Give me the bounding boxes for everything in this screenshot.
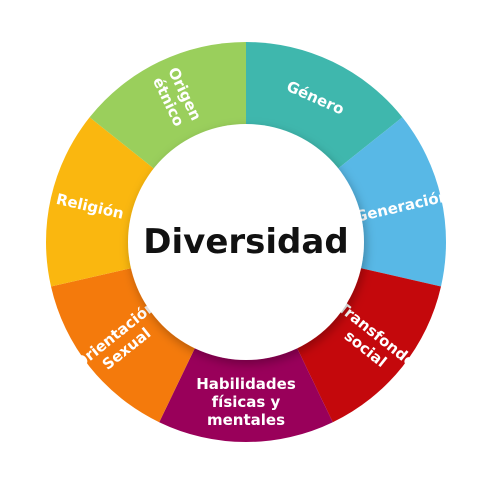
segment-label-line: físicas y bbox=[212, 393, 281, 411]
segment-label-line: mentales bbox=[207, 411, 285, 429]
center-title: Diversidad bbox=[143, 222, 348, 262]
center-circle bbox=[128, 124, 364, 360]
segment-label-line: Habilidades bbox=[196, 375, 296, 393]
